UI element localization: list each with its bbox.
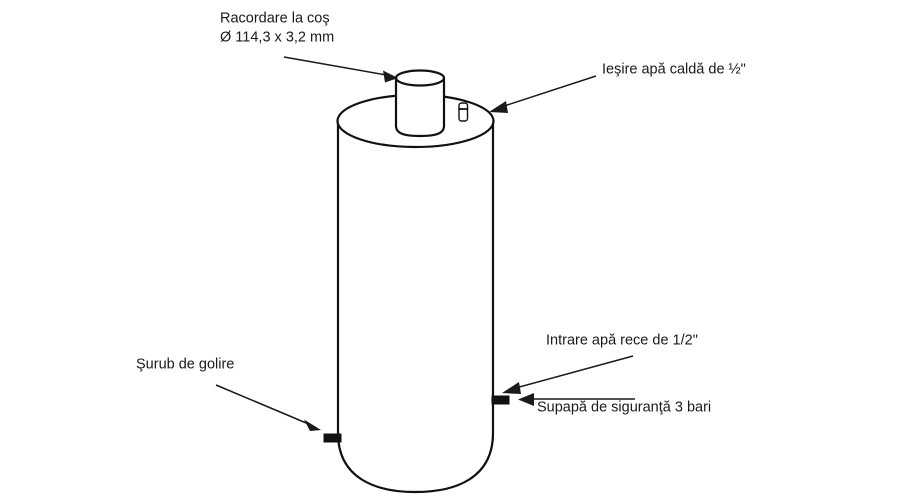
hot-water-outlet-leader-line [497, 75, 597, 109]
flue-pipe-top-ellipse [394, 69, 446, 87]
flue-connection-leader-line [283, 56, 393, 77]
tank-body [336, 119, 495, 494]
flue-connection-arrowhead [383, 70, 398, 83]
cold-water-inlet-leader-line [511, 355, 634, 390]
drain-screw-leader-line [215, 384, 312, 426]
flue-connection-label-line2: Ø 114,3 x 3,2 mm [220, 30, 334, 46]
safety-valve-arrowhead [518, 393, 534, 406]
safety-valve-label: Supapă de siguranţă 3 bari [537, 400, 711, 416]
hot-water-outlet-fitting [458, 102, 469, 122]
drain-screw-arrowhead [304, 419, 321, 431]
drain-screw-label: Şurub de golire [136, 357, 234, 373]
hot-water-outlet-arrowhead [489, 101, 508, 113]
cold-water-inlet-label: Intrare apă rece de 1/2" [546, 333, 698, 349]
flue-connection-label-line1: Racordare la coş [220, 11, 330, 27]
cold-water-inlet-nipple [491, 395, 510, 405]
drain-screw-nipple [323, 433, 342, 443]
hot-water-outlet-label: Ieşire apă caldă de ½" [602, 62, 746, 78]
flue-pipe-body [394, 76, 446, 138]
cold-water-inlet-arrowhead [502, 382, 521, 394]
